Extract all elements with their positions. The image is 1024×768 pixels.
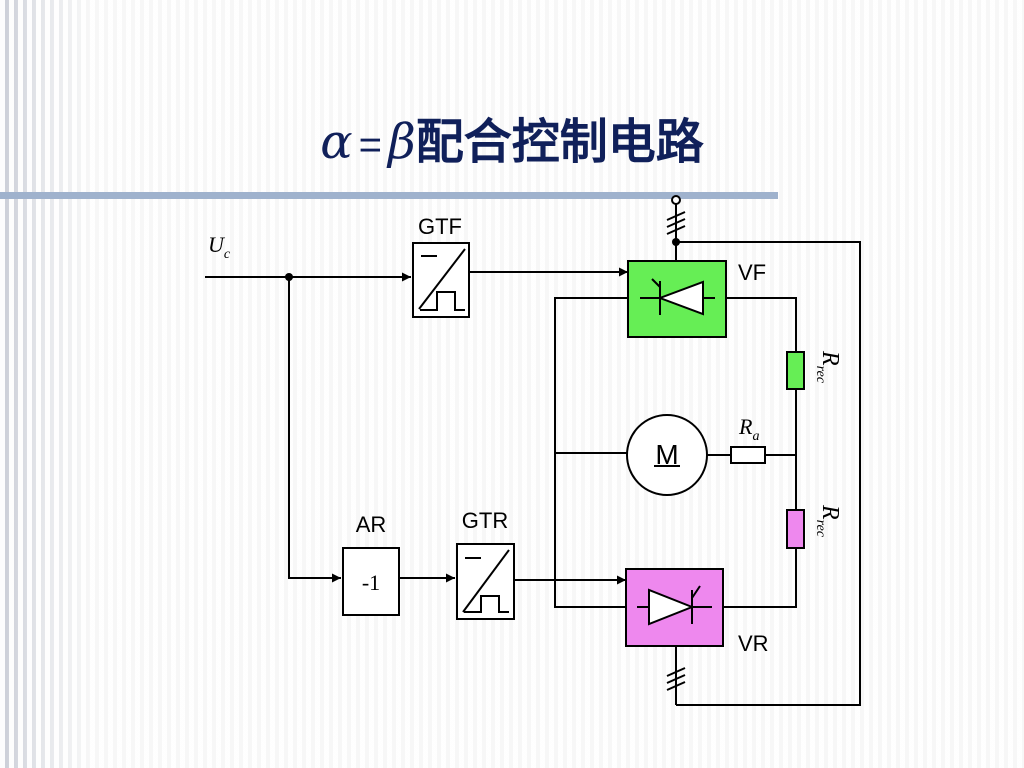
gtr-block (456, 543, 515, 620)
ra-resistor (730, 446, 766, 464)
three-phase-ticks-top (666, 211, 686, 235)
junction-dot (285, 273, 293, 281)
title-beta: β (388, 114, 416, 170)
vr-thyristor-block (625, 568, 724, 647)
rrec-top-resistor (786, 351, 805, 390)
title-alpha: α (320, 114, 353, 170)
gtf-label: GTF (418, 214, 462, 239)
three-phase-ticks-bottom (666, 667, 686, 691)
rrec-top-label: Rrec (813, 350, 843, 384)
page-title: α=β配合控制电路 (0, 112, 1024, 175)
rrec-bottom-label-sub: rec (813, 520, 828, 538)
rrec-bottom-label: Rrec (813, 504, 843, 538)
ar-block (342, 547, 400, 616)
input-uc-label: Uc (208, 232, 231, 262)
title-equals: = (358, 123, 382, 167)
ra-label-main: R (738, 414, 753, 439)
wiring (205, 204, 861, 706)
gtf-block (412, 242, 470, 318)
vf-thyristor-block (627, 260, 727, 338)
vf-label: VF (738, 260, 766, 285)
rrec-top-label-sub: rec (813, 366, 828, 384)
title-text: 配合控制电路 (415, 114, 704, 170)
ar-value: -1 (362, 570, 380, 595)
input-uc-main: U (208, 232, 226, 257)
ra-label: Ra (738, 414, 759, 444)
rrec-bottom-to-vr-wire (723, 548, 797, 608)
motor-label: M (655, 439, 678, 470)
title-underline (0, 192, 778, 199)
supply-return-wire (676, 241, 861, 706)
gtr-label: GTR (462, 508, 508, 533)
rrec-bottom-label-main: R (817, 504, 843, 520)
branch-to-ar-wire (288, 277, 341, 583)
rrec-bottom-resistor (786, 509, 805, 549)
vr-label: VR (738, 631, 769, 656)
input-uc-sub: c (224, 247, 231, 262)
ar-label: AR (356, 512, 387, 537)
rrec-top-label-main: R (817, 350, 843, 366)
junction-dot (672, 238, 680, 246)
vf-to-rrec-top-wire (726, 297, 797, 352)
supply-terminal (671, 195, 681, 205)
ra-label-sub: a (752, 429, 759, 444)
motor-symbol (626, 414, 708, 496)
